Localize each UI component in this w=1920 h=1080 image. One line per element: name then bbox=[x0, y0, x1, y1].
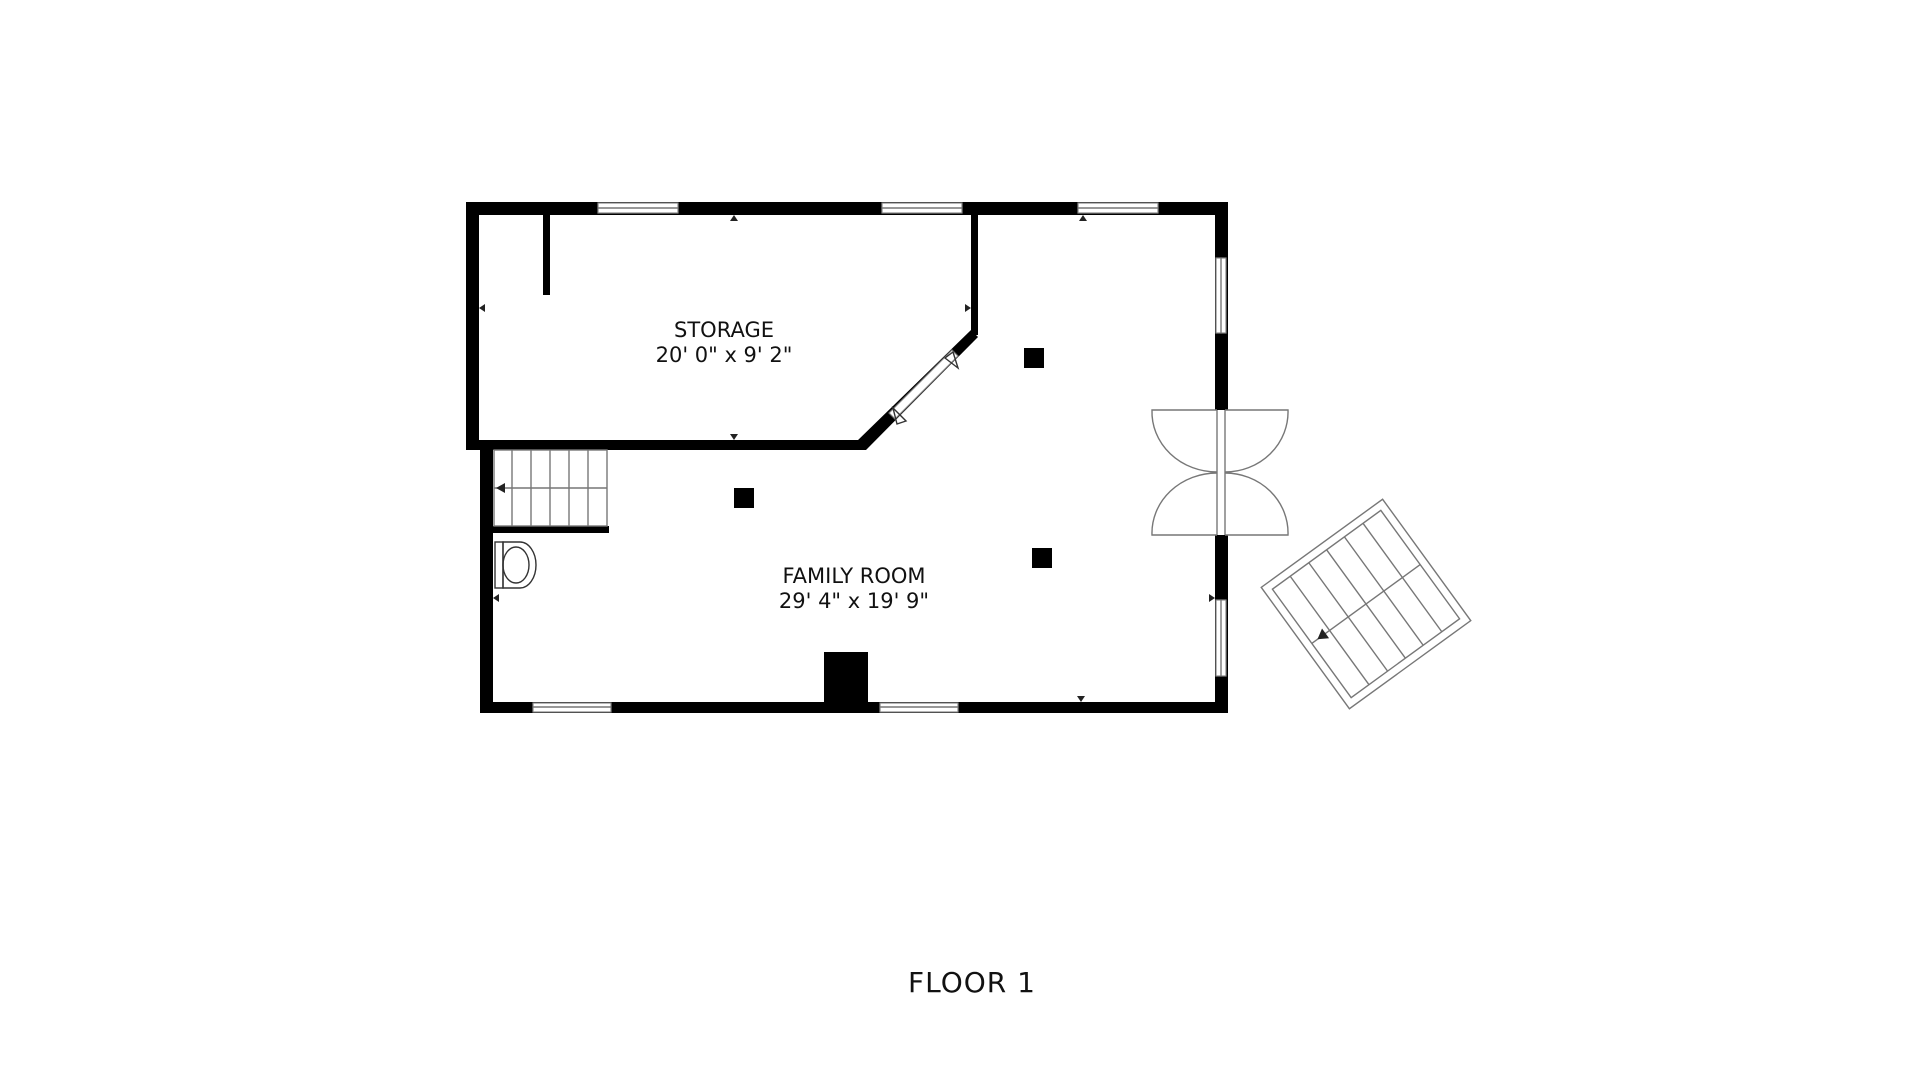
windows-right bbox=[1215, 257, 1227, 677]
storage-door bbox=[888, 349, 960, 425]
family-room-dimensions: 29' 4" x 19' 9" bbox=[779, 589, 929, 613]
storage-room-dimensions: 20' 0" x 9' 2" bbox=[656, 343, 793, 367]
double-door-icon bbox=[1151, 409, 1289, 536]
windows-bottom bbox=[532, 702, 959, 713]
windows-top bbox=[597, 202, 1159, 214]
exterior-stairs-icon bbox=[1260, 498, 1472, 710]
floor-label: FLOOR 1 bbox=[908, 966, 1036, 999]
fireplace-icon bbox=[824, 652, 868, 704]
support-column-icon bbox=[734, 348, 1052, 568]
wall-markers bbox=[479, 215, 1215, 702]
family-room-name: FAMILY ROOM bbox=[782, 564, 925, 588]
stairs-icon bbox=[493, 449, 608, 527]
family-room-walls bbox=[480, 202, 1228, 713]
storage-room-name: STORAGE bbox=[674, 318, 774, 342]
storage-walls bbox=[466, 202, 1226, 450]
toilet-icon bbox=[494, 541, 537, 589]
